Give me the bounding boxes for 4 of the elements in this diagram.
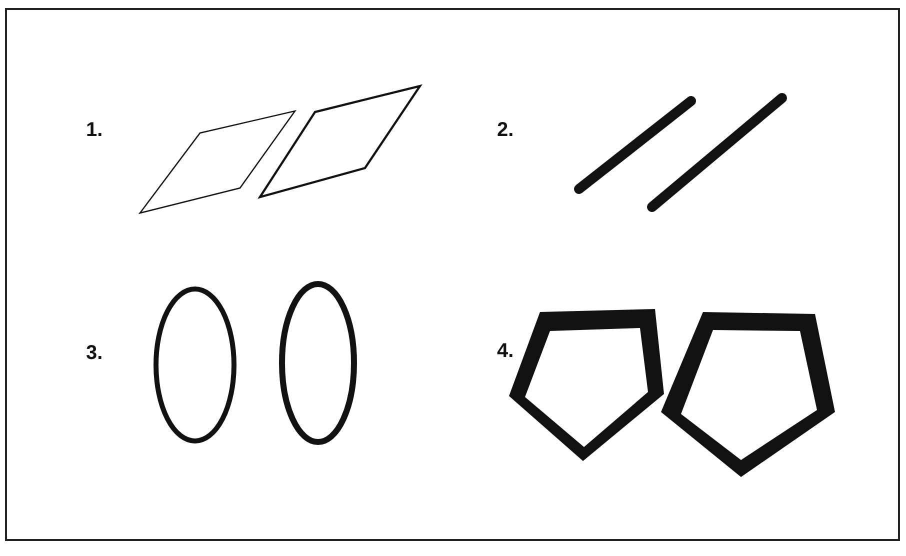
panel-number: 4. <box>497 341 514 361</box>
panel-number: 1. <box>86 120 103 140</box>
panel-number: 2. <box>497 120 514 140</box>
panel-number: 3. <box>86 343 103 363</box>
